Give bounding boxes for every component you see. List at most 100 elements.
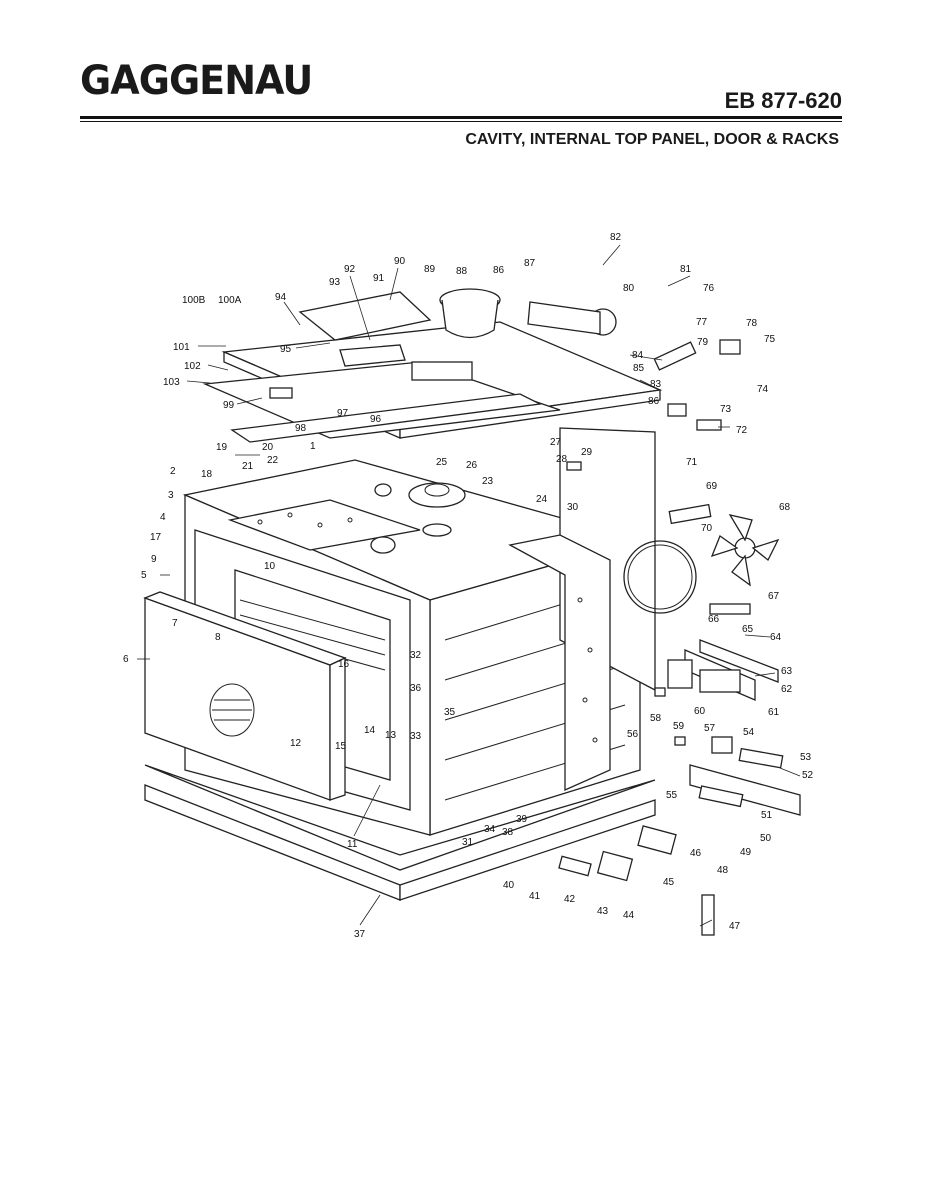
callout-58: 58 bbox=[650, 713, 662, 724]
callout-85: 85 bbox=[633, 363, 645, 374]
callout-67: 67 bbox=[768, 591, 780, 602]
callout-33: 33 bbox=[410, 731, 422, 742]
callout-21: 21 bbox=[242, 461, 254, 472]
callout-91: 91 bbox=[373, 273, 385, 284]
callout-62: 62 bbox=[781, 684, 793, 695]
callout-53: 53 bbox=[800, 752, 812, 763]
callout-100a: 100A bbox=[218, 295, 242, 306]
callout-92: 92 bbox=[344, 264, 356, 275]
callout-43: 43 bbox=[597, 906, 609, 917]
callout-31: 31 bbox=[462, 837, 474, 848]
callout-4: 4 bbox=[160, 512, 166, 523]
callout-71: 71 bbox=[686, 457, 698, 468]
callout-81: 81 bbox=[680, 264, 692, 275]
callout-84: 84 bbox=[632, 350, 644, 361]
header-rule bbox=[80, 116, 842, 119]
page-title: CAVITY, INTERNAL TOP PANEL, DOOR & RACKS bbox=[465, 131, 839, 148]
callout-12: 12 bbox=[290, 738, 302, 749]
callout-19: 19 bbox=[216, 442, 228, 453]
callout-94: 94 bbox=[275, 292, 287, 303]
brand-logo: GAGGENAU bbox=[80, 58, 313, 104]
callout-18: 18 bbox=[201, 469, 213, 480]
callout-87: 87 bbox=[524, 258, 536, 269]
callout-24: 24 bbox=[536, 494, 548, 505]
callout-3: 3 bbox=[168, 490, 174, 501]
callout-57: 57 bbox=[704, 723, 716, 734]
internal-top-panel bbox=[202, 288, 741, 443]
callout-35: 35 bbox=[444, 707, 456, 718]
callout-74: 74 bbox=[757, 384, 769, 395]
callout-86b: 86 bbox=[648, 396, 660, 407]
callout-42: 42 bbox=[564, 894, 576, 905]
callout-82: 82 bbox=[610, 232, 622, 243]
callout-1: 1 bbox=[310, 441, 316, 452]
callout-75: 75 bbox=[764, 334, 776, 345]
callout-69: 69 bbox=[706, 481, 718, 492]
callout-88: 88 bbox=[456, 266, 468, 277]
callout-16: 16 bbox=[338, 659, 350, 670]
callout-89: 89 bbox=[424, 264, 436, 275]
callout-13: 13 bbox=[385, 730, 397, 741]
callout-22: 22 bbox=[267, 455, 279, 466]
bottom-panels bbox=[144, 764, 656, 901]
callout-101: 101 bbox=[173, 342, 190, 353]
callout-39: 39 bbox=[516, 814, 528, 825]
callout-37: 37 bbox=[354, 929, 366, 940]
callout-51: 51 bbox=[761, 810, 773, 821]
callout-38: 38 bbox=[502, 827, 514, 838]
callout-30: 30 bbox=[567, 502, 579, 513]
cavity-top-components bbox=[370, 461, 582, 554]
callout-8: 8 bbox=[215, 632, 221, 643]
callout-64: 64 bbox=[770, 632, 782, 643]
callout-5: 5 bbox=[141, 570, 147, 581]
callout-41: 41 bbox=[529, 891, 541, 902]
callout-52: 52 bbox=[802, 770, 814, 781]
leader-lines bbox=[137, 244, 801, 927]
convection-fan bbox=[710, 514, 780, 587]
callout-56: 56 bbox=[627, 729, 639, 740]
callout-102: 102 bbox=[184, 361, 201, 372]
callout-labels: 1 2 3 4 5 6 7 8 9 10 11 12 13 14 15 16 1… bbox=[123, 232, 814, 940]
callout-97: 97 bbox=[337, 408, 349, 419]
callout-83: 83 bbox=[650, 379, 662, 390]
callout-28: 28 bbox=[556, 454, 568, 465]
callout-65: 65 bbox=[742, 624, 754, 635]
insulation-blankets bbox=[227, 499, 611, 792]
callout-99: 99 bbox=[223, 400, 235, 411]
callout-95: 95 bbox=[280, 344, 292, 355]
callout-47: 47 bbox=[729, 921, 741, 932]
callout-46: 46 bbox=[690, 848, 702, 859]
control-parts bbox=[558, 503, 801, 936]
callout-79: 79 bbox=[697, 337, 709, 348]
callout-20: 20 bbox=[262, 442, 274, 453]
callout-40: 40 bbox=[503, 880, 515, 891]
callout-68: 68 bbox=[779, 502, 791, 513]
callout-17: 17 bbox=[150, 532, 162, 543]
callout-98: 98 bbox=[295, 423, 307, 434]
callout-29: 29 bbox=[581, 447, 593, 458]
callout-96: 96 bbox=[370, 414, 382, 425]
callout-76: 76 bbox=[703, 283, 715, 294]
callout-15: 15 bbox=[335, 741, 347, 752]
callout-72: 72 bbox=[736, 425, 748, 436]
callout-70: 70 bbox=[701, 523, 713, 534]
callout-7: 7 bbox=[172, 618, 178, 629]
callout-36: 36 bbox=[410, 683, 422, 694]
model-number: EB 877-620 bbox=[724, 88, 842, 113]
callout-25: 25 bbox=[436, 457, 448, 468]
callout-49: 49 bbox=[740, 847, 752, 858]
callout-14: 14 bbox=[364, 725, 376, 736]
callout-80: 80 bbox=[623, 283, 635, 294]
callout-66: 66 bbox=[708, 614, 720, 625]
callout-103: 103 bbox=[163, 377, 180, 388]
callout-26: 26 bbox=[466, 460, 478, 471]
callout-9: 9 bbox=[151, 554, 157, 565]
callout-2: 2 bbox=[170, 466, 176, 477]
callout-100b: 100B bbox=[182, 295, 206, 306]
callout-93: 93 bbox=[329, 277, 341, 288]
callout-77: 77 bbox=[696, 317, 708, 328]
header-rule-thin bbox=[80, 121, 842, 122]
callout-61: 61 bbox=[768, 707, 780, 718]
callout-27: 27 bbox=[550, 437, 562, 448]
callout-23: 23 bbox=[482, 476, 494, 487]
